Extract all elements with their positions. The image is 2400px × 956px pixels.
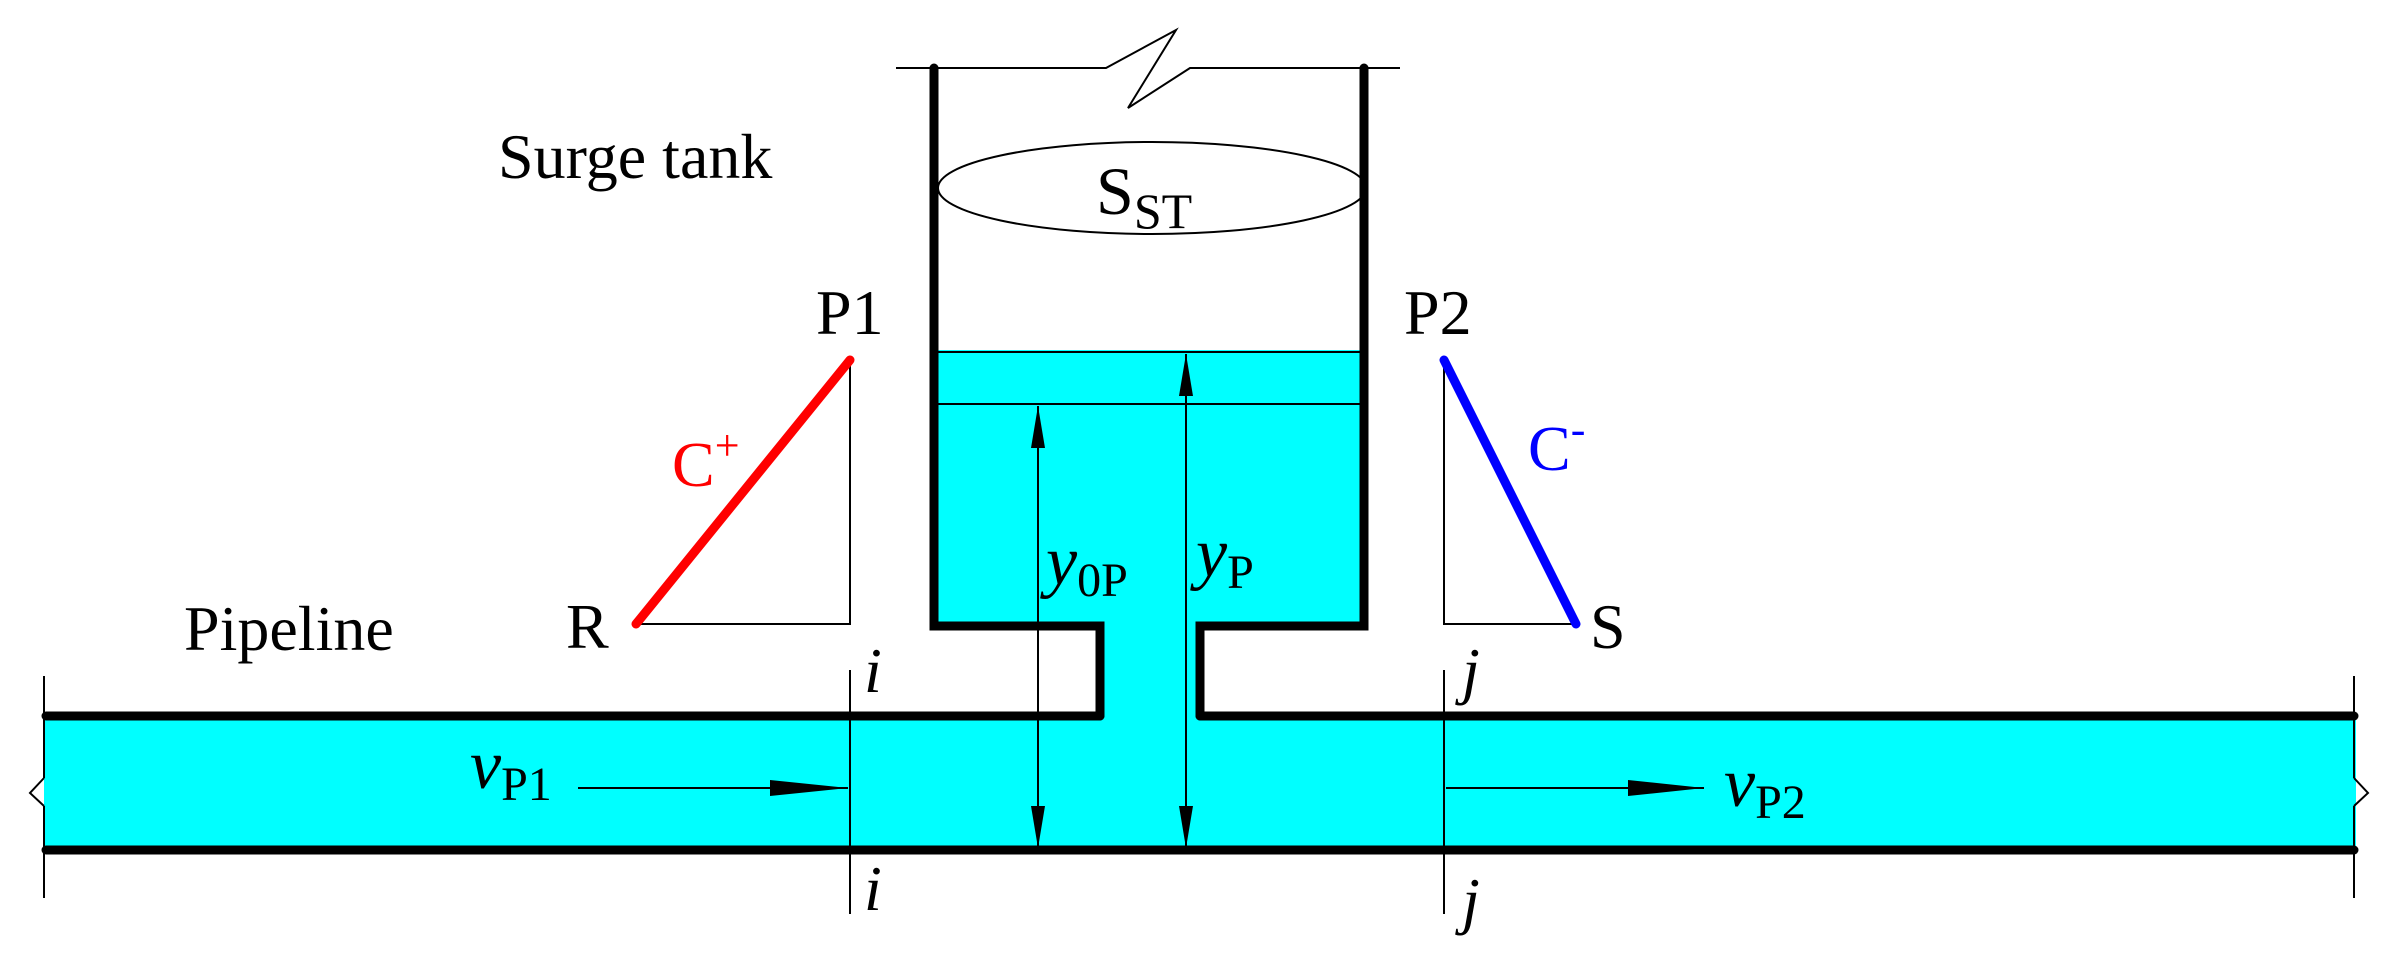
surge-tank-wall-right bbox=[1195, 63, 1369, 721]
section-j-bottom-label: j bbox=[1455, 865, 1480, 936]
neck-water bbox=[1102, 626, 1198, 718]
point-p1-label: P1 bbox=[816, 277, 884, 348]
vp1-arrowhead bbox=[770, 780, 848, 796]
yp-label: yP bbox=[1190, 515, 1254, 599]
surge-tank-wall bbox=[929, 63, 1105, 721]
c-plus-characteristic bbox=[631, 355, 855, 629]
section-i-top-label: i bbox=[864, 635, 882, 706]
yp-arrow-up bbox=[1179, 354, 1193, 396]
y0p-arrow-down bbox=[1031, 806, 1045, 848]
tank-area-label: SST bbox=[1096, 153, 1192, 239]
vp1-label: vP1 bbox=[470, 727, 552, 811]
pipeline-left-break bbox=[28, 777, 45, 807]
vp2-arrowhead bbox=[1628, 780, 1704, 796]
point-r-label: R bbox=[566, 591, 609, 662]
point-s-label: S bbox=[1590, 591, 1626, 662]
pipeline-right-break bbox=[2353, 777, 2370, 807]
surge-tank-label: Surge tank bbox=[498, 121, 772, 192]
surge-tank-top-break bbox=[896, 27, 1400, 109]
c-minus-triangle bbox=[1443, 360, 1576, 625]
c-minus-label: C- bbox=[1528, 405, 1585, 484]
section-i-bottom-label: i bbox=[864, 853, 882, 924]
c-plus-label: C+ bbox=[672, 421, 740, 500]
yp-arrow-down bbox=[1179, 806, 1193, 848]
pipeline-water bbox=[44, 714, 2356, 851]
tank-area-ellipse bbox=[937, 141, 1367, 235]
tank-water bbox=[930, 350, 1364, 628]
vp2-label: vP2 bbox=[1724, 745, 1806, 829]
y0p-label: y0P bbox=[1040, 523, 1128, 607]
pipeline-label: Pipeline bbox=[184, 593, 394, 664]
section-j-top-label: j bbox=[1455, 635, 1480, 706]
y0p-arrow-up bbox=[1031, 406, 1045, 448]
c-plus-triangle bbox=[636, 360, 851, 625]
c-minus-characteristic bbox=[1439, 355, 1581, 629]
point-p2-label: P2 bbox=[1404, 277, 1472, 348]
